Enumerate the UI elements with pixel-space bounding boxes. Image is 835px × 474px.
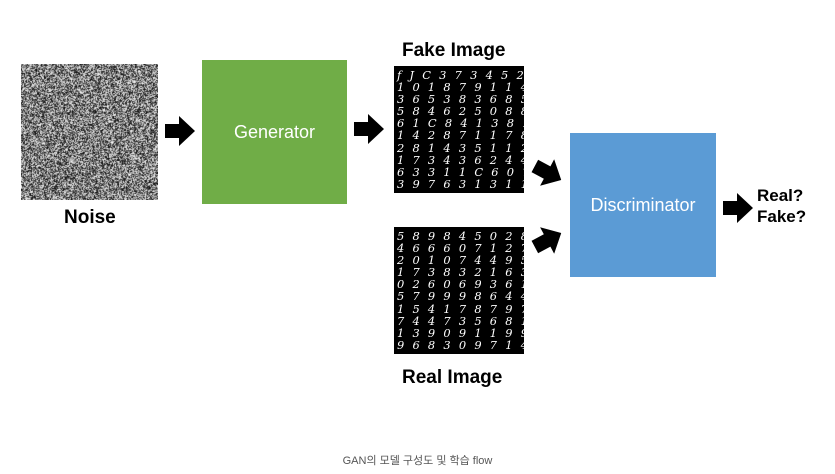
real-digits: 5 8 9 8 4 5 0 2 8 1 4 6 6 6 0 7 1 2 7 8 … — [397, 229, 524, 352]
arrow-right-icon — [165, 116, 195, 146]
generator-label: Generator — [233, 121, 316, 142]
generator-box: Generator — [202, 60, 347, 204]
noise-image — [21, 64, 158, 200]
output-fake: Fake? — [757, 207, 807, 226]
arrow-up-right-icon — [528, 220, 569, 261]
discriminator-box: Discriminator — [570, 133, 716, 277]
fake-image-label: Fake Image — [402, 40, 506, 61]
fake-digit-grid: f J C 3 7 3 4 5 2 3 1 0 1 8 7 9 1 1 4 3 … — [394, 66, 524, 193]
output-labels: Real? Fake? — [757, 185, 806, 227]
arrow-down-right-icon — [528, 153, 569, 194]
noise-canvas — [21, 64, 158, 200]
fake-digits: f J C 3 7 3 4 5 2 3 1 0 1 8 7 9 1 1 4 3 … — [397, 68, 524, 191]
real-image-label: Real Image — [402, 367, 503, 388]
output-real: Real? — [757, 186, 804, 205]
noise-label: Noise — [64, 207, 116, 228]
discriminator-label: Discriminator — [590, 194, 696, 215]
arrow-right-icon — [723, 193, 753, 223]
real-digit-grid: 5 8 9 8 4 5 0 2 8 1 4 6 6 6 0 7 1 2 7 8 … — [394, 227, 524, 354]
figure-caption: GAN의 모델 구성도 및 학습 flow — [342, 455, 493, 467]
arrow-right-icon — [354, 114, 384, 144]
